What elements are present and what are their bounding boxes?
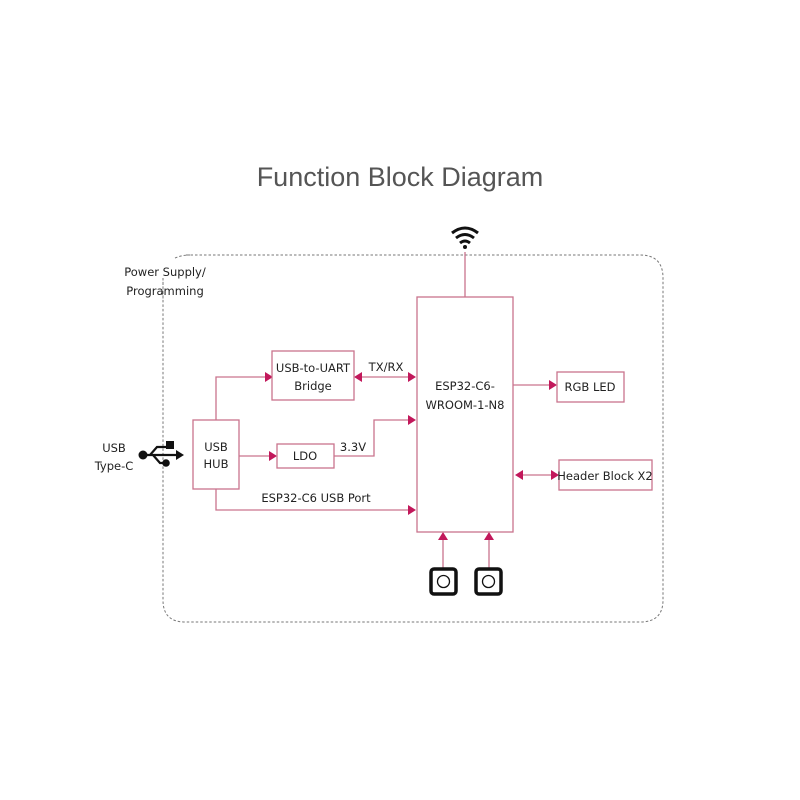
arrow-into-esp-header	[515, 470, 523, 480]
arrow-into-uart	[265, 372, 273, 382]
ldo-label: LDO	[293, 449, 317, 463]
board-outline	[162, 254, 664, 623]
usb-uart-label-line2: Bridge	[294, 379, 332, 393]
arrow-into-esp-usb	[408, 505, 416, 515]
ldo-block: LDO	[276, 443, 335, 469]
hub-to-uart-wire	[215, 376, 268, 420]
txrx-label: TX/RX	[368, 360, 404, 374]
rgb-led-label: RGB LED	[565, 380, 616, 394]
header-block: Header Block X2	[557, 459, 653, 491]
arrow-into-ldo	[269, 451, 277, 461]
arrow-button1	[438, 532, 448, 540]
hub-to-esp-usb-wire	[215, 489, 410, 511]
usb-typec-label-line1: USB	[102, 441, 126, 455]
arrow-into-esp-3v3	[408, 415, 416, 425]
esp32-module-block: ESP32-C6- WROOM-1-N8	[416, 296, 514, 533]
board-outline-topleft	[174, 254, 191, 259]
region-label-line2: Programming	[126, 284, 204, 298]
arrow-into-rgb	[549, 380, 557, 390]
usb-typec-label-line2: Type-C	[94, 459, 134, 473]
v33-label: 3.3V	[340, 440, 366, 454]
usb-port-label: ESP32-C6 USB Port	[261, 491, 371, 505]
usb-hub-label-line2: HUB	[204, 457, 229, 471]
usb-hub-label-line1: USB	[204, 440, 228, 454]
arrow-into-esp-txrx	[408, 372, 416, 382]
push-button-icon	[429, 567, 458, 596]
arrow-into-header	[551, 470, 559, 480]
usb-uart-label-line1: USB-to-UART	[276, 361, 351, 375]
rgb-led-block: RGB LED	[556, 371, 625, 403]
header-block-label: Header Block X2	[557, 469, 652, 483]
usb-uart-bridge-block: USB-to-UART Bridge	[271, 350, 355, 401]
usb-icon	[138, 441, 184, 467]
esp32-label-line1: ESP32-C6-	[435, 379, 495, 393]
arrow-into-uart-txrx	[354, 372, 362, 382]
wifi-icon	[451, 226, 479, 249]
push-button-icon	[474, 567, 503, 596]
arrow-button2	[484, 532, 494, 540]
esp32-label-line2: WROOM-1-N8	[426, 398, 505, 412]
usb-hub-block: USB HUB	[192, 419, 240, 490]
region-label-line1: Power Supply/	[124, 265, 206, 279]
ldo-to-esp-wire	[334, 419, 410, 457]
diagram-title: Function Block Diagram	[257, 162, 544, 192]
